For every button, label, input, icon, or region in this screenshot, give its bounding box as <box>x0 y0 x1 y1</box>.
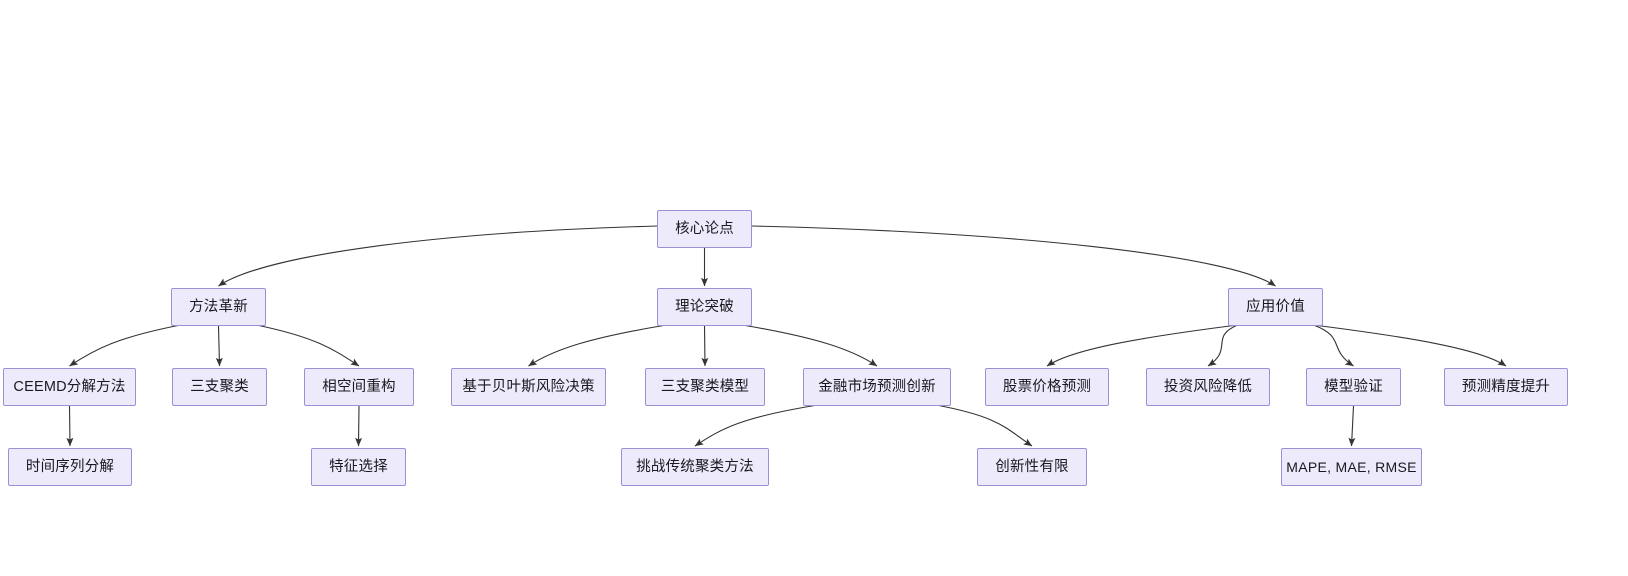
node-label: 理论突破 <box>675 298 734 315</box>
mindmap-node-l2a2[interactable]: 三支聚类 <box>172 368 267 406</box>
mindmap-node-l2b1[interactable]: 基于贝叶斯风险决策 <box>451 368 606 406</box>
mindmap-node-l2b3[interactable]: 金融市场预测创新 <box>803 368 951 406</box>
edge-l1a-to-l2a2 <box>215 325 223 367</box>
mindmap-node-l2c1[interactable]: 股票价格预测 <box>985 368 1109 406</box>
node-label: 相空间重构 <box>322 378 396 395</box>
node-label: CEEMD分解方法 <box>13 378 126 395</box>
mindmap-node-l1c[interactable]: 应用价值 <box>1228 288 1323 326</box>
node-label: 创新性有限 <box>995 458 1069 475</box>
mindmap-node-l3c3[interactable]: MAPE, MAE, RMSE <box>1281 448 1422 486</box>
mindmap-node-l1a[interactable]: 方法革新 <box>171 288 266 326</box>
edge-l1a-to-l2a1 <box>69 324 181 367</box>
mindmap-node-l2b2[interactable]: 三支聚类模型 <box>645 368 765 406</box>
edge-l1b-to-l2b1 <box>528 324 667 367</box>
mindmap-node-l2c4[interactable]: 预测精度提升 <box>1444 368 1568 406</box>
edge-l2a1-to-l3a1 <box>66 405 74 447</box>
mindmap-node-l3a3[interactable]: 特征选择 <box>311 448 406 486</box>
node-label: 投资风险降低 <box>1163 378 1253 395</box>
node-label: 模型验证 <box>1324 378 1383 395</box>
edge-l1b-to-l2b2 <box>701 325 709 367</box>
mindmap-node-l2a1[interactable]: CEEMD分解方法 <box>3 368 136 406</box>
mindmap-node-l3b3b[interactable]: 创新性有限 <box>977 448 1087 486</box>
edge-l1c-to-l2c3 <box>1313 324 1354 367</box>
node-label: 三支聚类 <box>190 378 249 395</box>
node-label: 金融市场预测创新 <box>818 378 936 395</box>
node-label: 时间序列分解 <box>25 458 115 475</box>
mindmap-node-l2a3[interactable]: 相空间重构 <box>304 368 414 406</box>
node-label: 股票价格预测 <box>1002 378 1092 395</box>
edge-root-to-l1c <box>751 225 1276 287</box>
mindmap-node-root[interactable]: 核心论点 <box>657 210 752 248</box>
node-label: 应用价值 <box>1246 298 1305 315</box>
edge-l2c3-to-l3c3 <box>1348 405 1356 447</box>
node-label: 预测精度提升 <box>1461 378 1551 395</box>
mindmap-node-l2c3[interactable]: 模型验证 <box>1306 368 1401 406</box>
edge-paths <box>66 225 1507 447</box>
edge-l1c-to-l2c1 <box>1046 324 1238 367</box>
edge-l2b3-to-l3b3b <box>936 404 1033 447</box>
edge-root-to-l1a <box>218 225 658 287</box>
mindmap-node-l3b3a[interactable]: 挑战传统聚类方法 <box>621 448 769 486</box>
mindmap-node-l2c2[interactable]: 投资风险降低 <box>1146 368 1270 406</box>
mindmap-node-l1b[interactable]: 理论突破 <box>657 288 752 326</box>
edge-l2a3-to-l3a3 <box>355 405 363 447</box>
edge-l1c-to-l2c2 <box>1207 324 1238 367</box>
edge-l1c-to-l2c4 <box>1313 324 1507 367</box>
node-label: 方法革新 <box>189 298 248 315</box>
edge-l1b-to-l2b3 <box>742 324 878 367</box>
node-label: 特征选择 <box>329 458 388 475</box>
node-label: 核心论点 <box>675 220 734 237</box>
node-label: 挑战传统聚类方法 <box>636 458 754 475</box>
node-label: 三支聚类模型 <box>660 378 750 395</box>
mindmap-node-l3a1[interactable]: 时间序列分解 <box>8 448 132 486</box>
node-label: 基于贝叶斯风险决策 <box>462 378 595 395</box>
edge-l1a-to-l2a3 <box>256 324 360 367</box>
node-label: MAPE, MAE, RMSE <box>1286 459 1417 475</box>
edge-l2b3-to-l3b3a <box>694 404 818 447</box>
